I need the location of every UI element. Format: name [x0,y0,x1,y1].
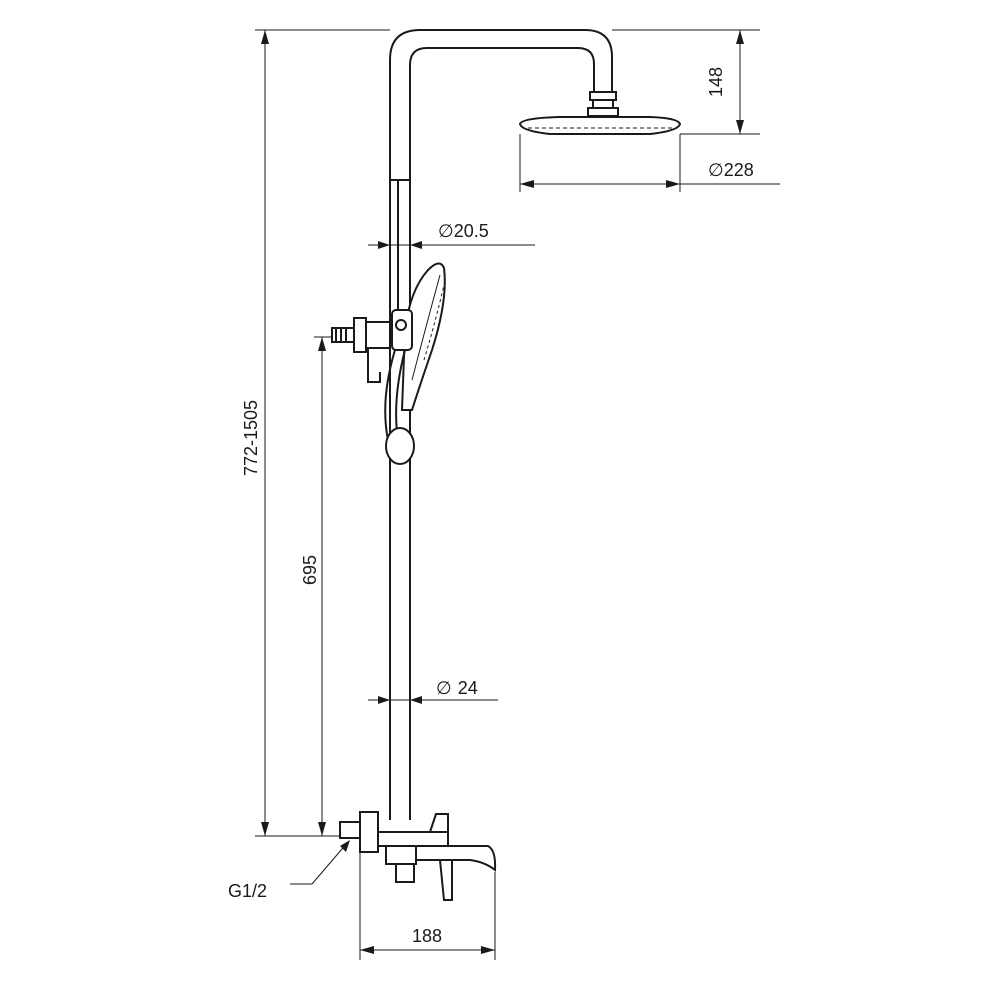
overhead-shower-head [518,91,682,135]
dim-lower-pipe [368,696,498,704]
dim-upper-pipe-label: ∅20.5 [438,221,489,241]
dim-head-diameter-label: ∅228 [708,160,754,180]
dim-total-height [255,29,390,837]
dim-upper-pipe [368,241,535,249]
dim-outlet-height-label: 695 [300,555,320,585]
riser-pipe [389,29,613,820]
dim-head-height [612,29,760,135]
bath-mixer [339,811,497,901]
dim-lower-pipe-label: ∅24 [436,678,478,698]
hand-shower [384,262,446,441]
dim-mixer-width-label: 188 [412,926,442,946]
dim-mixer-width [359,852,496,960]
dim-total-height-label: 772-1505 [241,400,261,476]
inlet-thread-label: G1/2 [228,881,267,901]
dim-head-height-label: 148 [706,67,726,97]
wall-bracket [331,317,391,383]
leader-inlet-thread [290,840,350,885]
dim-head-diameter [519,134,780,192]
slider-knob [385,427,415,465]
dim-outlet-height [314,336,332,836]
